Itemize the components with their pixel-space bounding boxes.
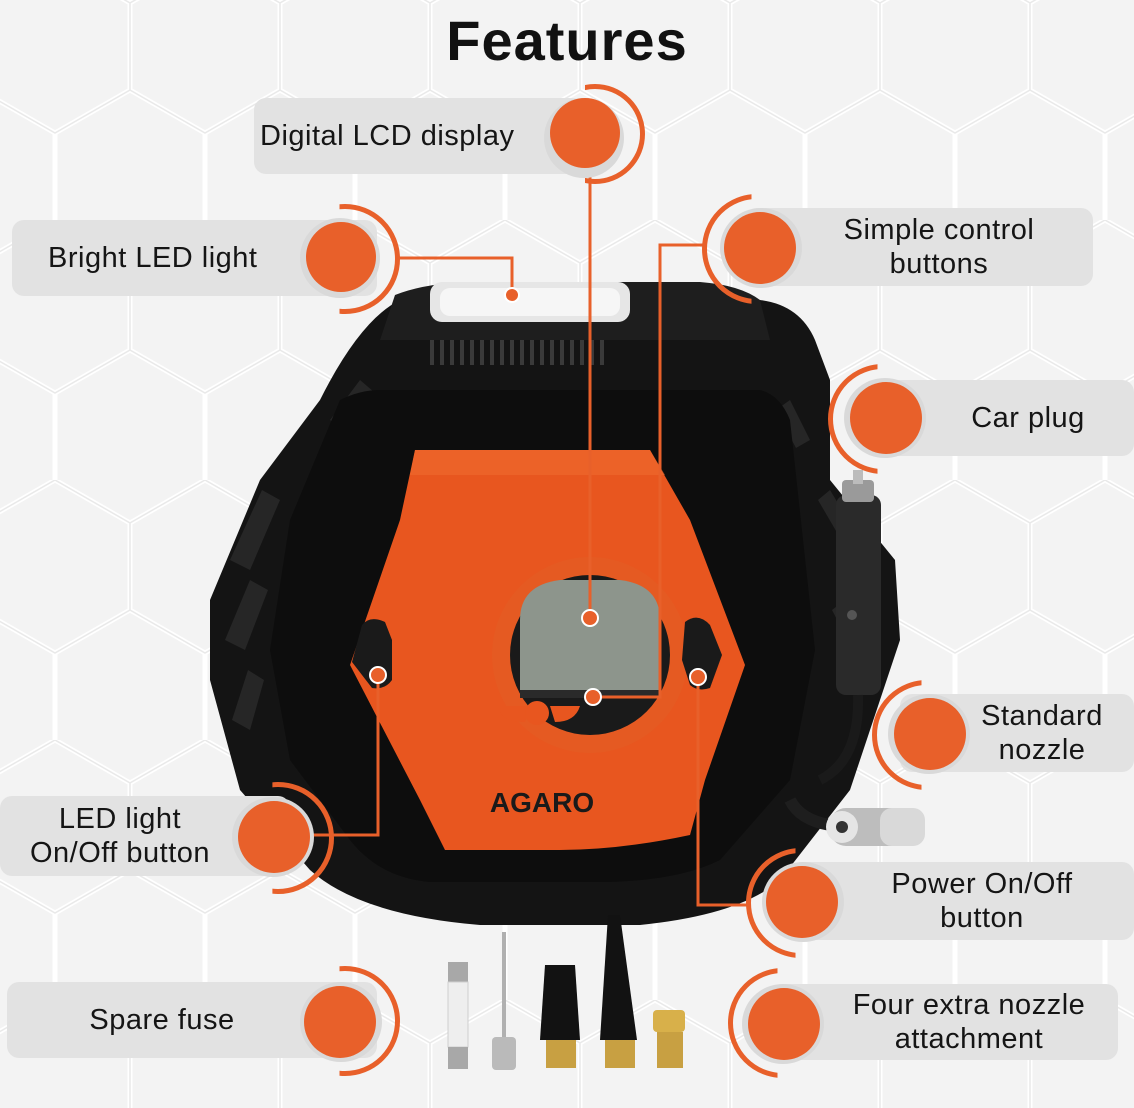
accessories	[447, 915, 685, 1070]
feature-dot-icon	[894, 698, 966, 770]
feature-dot-icon	[748, 988, 820, 1060]
feature-dot-icon	[724, 212, 796, 284]
page-title: Features	[446, 9, 688, 72]
standard-nozzle-hose	[784, 796, 925, 846]
feature-dot-icon	[850, 382, 922, 454]
feature-dot-icon	[550, 98, 620, 168]
feature-dot-icon	[306, 222, 376, 292]
feature-dot-icon	[766, 866, 838, 938]
callout-label: Digital LCD display	[254, 98, 584, 174]
brand-logo: AGARO	[490, 787, 594, 818]
feature-dot-icon	[304, 986, 376, 1058]
car-plug-cable	[817, 470, 881, 785]
vent-grille	[430, 340, 604, 365]
feature-dot-icon	[238, 801, 310, 873]
